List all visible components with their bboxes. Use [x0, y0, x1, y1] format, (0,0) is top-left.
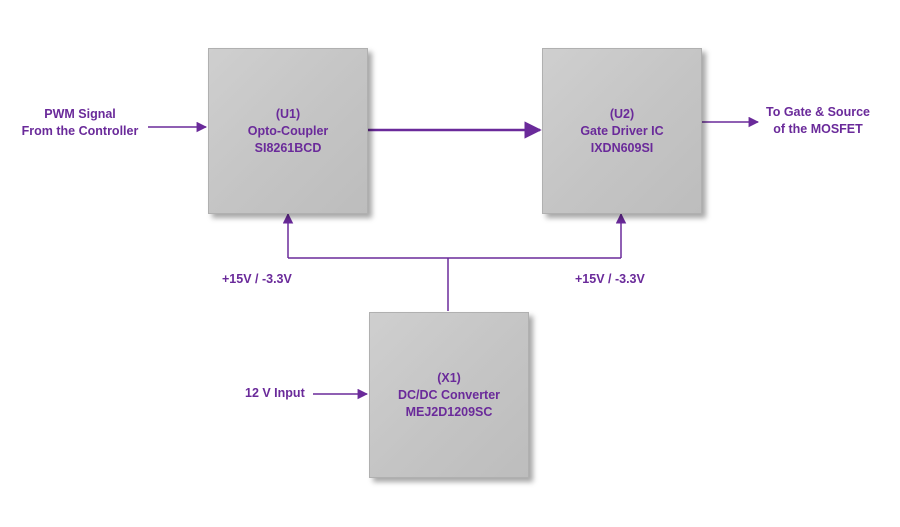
x1-name: DC/DC Converter — [397, 387, 501, 402]
pwm-label-line2: From the Controller — [21, 124, 139, 138]
u1-part: SI8261BCD — [254, 140, 322, 155]
dc-dc-converter-block: (X1) DC/DC Converter MEJ2D1209SC — [369, 312, 529, 478]
opto-coupler-block: (U1) Opto-Coupler SI8261BCD — [208, 48, 368, 214]
x1-ref: (X1) — [437, 370, 461, 385]
u1-name: Opto-Coupler — [247, 123, 329, 138]
x1-part: MEJ2D1209SC — [405, 404, 493, 419]
input-12v-label: 12 V Input — [245, 386, 305, 400]
pwm-label-line1: PWM Signal — [44, 107, 116, 121]
gate-source-label: To Gate & Source of the MOSFET — [748, 104, 888, 138]
u2-part: IXDN609SI — [590, 140, 654, 155]
u1-ref: (U1) — [275, 106, 301, 121]
supply-voltage-label-left: +15V / -3.3V — [222, 272, 292, 286]
gate-label-line2: of the MOSFET — [773, 122, 863, 136]
pwm-signal-label: PWM Signal From the Controller — [20, 106, 140, 140]
u2-name: Gate Driver IC — [580, 123, 664, 138]
gate-label-line1: To Gate & Source — [766, 105, 870, 119]
supply-voltage-label-right: +15V / -3.3V — [575, 272, 645, 286]
u2-ref: (U2) — [609, 106, 635, 121]
gate-driver-block: (U2) Gate Driver IC IXDN609SI — [542, 48, 702, 214]
